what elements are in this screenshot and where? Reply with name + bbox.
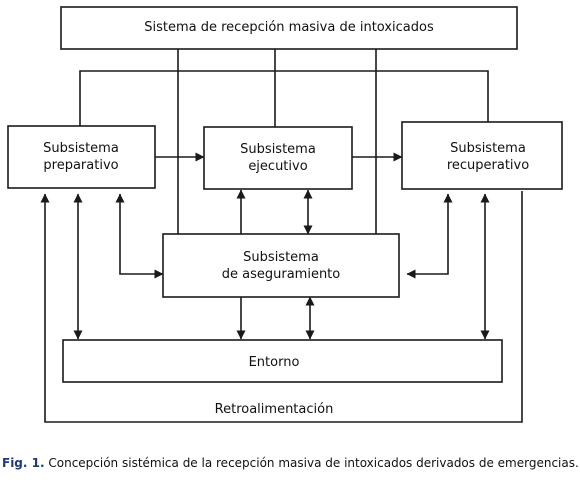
- box-preparativo: Subsistema preparativo: [7, 125, 156, 189]
- box-ejecutivo: Subsistema ejecutivo: [203, 126, 353, 190]
- box-preparativo-line2: preparativo: [43, 158, 118, 173]
- box-aseguramiento: Subsistema de aseguramiento: [162, 233, 400, 298]
- arrow-preparativo-aseguramiento: [115, 193, 164, 279]
- box-recuperativo: Subsistema recuperativo: [401, 121, 563, 190]
- box-entorno-label: Entorno: [249, 355, 300, 370]
- box-aseguramiento-line2: de aseguramiento: [222, 267, 341, 282]
- box-recuperativo-line1: Subsistema: [450, 141, 526, 156]
- figure-caption: Fig. 1. Concepción sistémica de la recep…: [2, 456, 579, 470]
- feedback-loop: [40, 191, 523, 423]
- box-recuperativo-line2: recuperativo: [447, 158, 529, 173]
- system-diagram: Sistema de recepción masiva de intoxicad…: [7, 6, 563, 423]
- box-sistema: Sistema de recepción masiva de intoxicad…: [60, 6, 518, 50]
- caption-label: Fig. 1.: [2, 456, 45, 470]
- arrow-recuperativo-aseguramiento: [406, 193, 453, 279]
- box-sistema-label: Sistema de recepción masiva de intoxicad…: [144, 20, 434, 35]
- caption-text: Concepción sistémica de la recepción mas…: [44, 456, 579, 470]
- box-ejecutivo-line2: ejecutivo: [248, 159, 307, 174]
- connectors: [40, 49, 523, 423]
- feedback-label: Retroalimentación: [215, 402, 334, 417]
- box-ejecutivo-line1: Subsistema: [240, 142, 316, 157]
- box-entorno: Entorno: [62, 339, 503, 383]
- bus-preparativo-recuperativo: [79, 70, 489, 126]
- box-preparativo-line1: Subsistema: [43, 141, 119, 156]
- box-aseguramiento-line1: Subsistema: [243, 250, 319, 265]
